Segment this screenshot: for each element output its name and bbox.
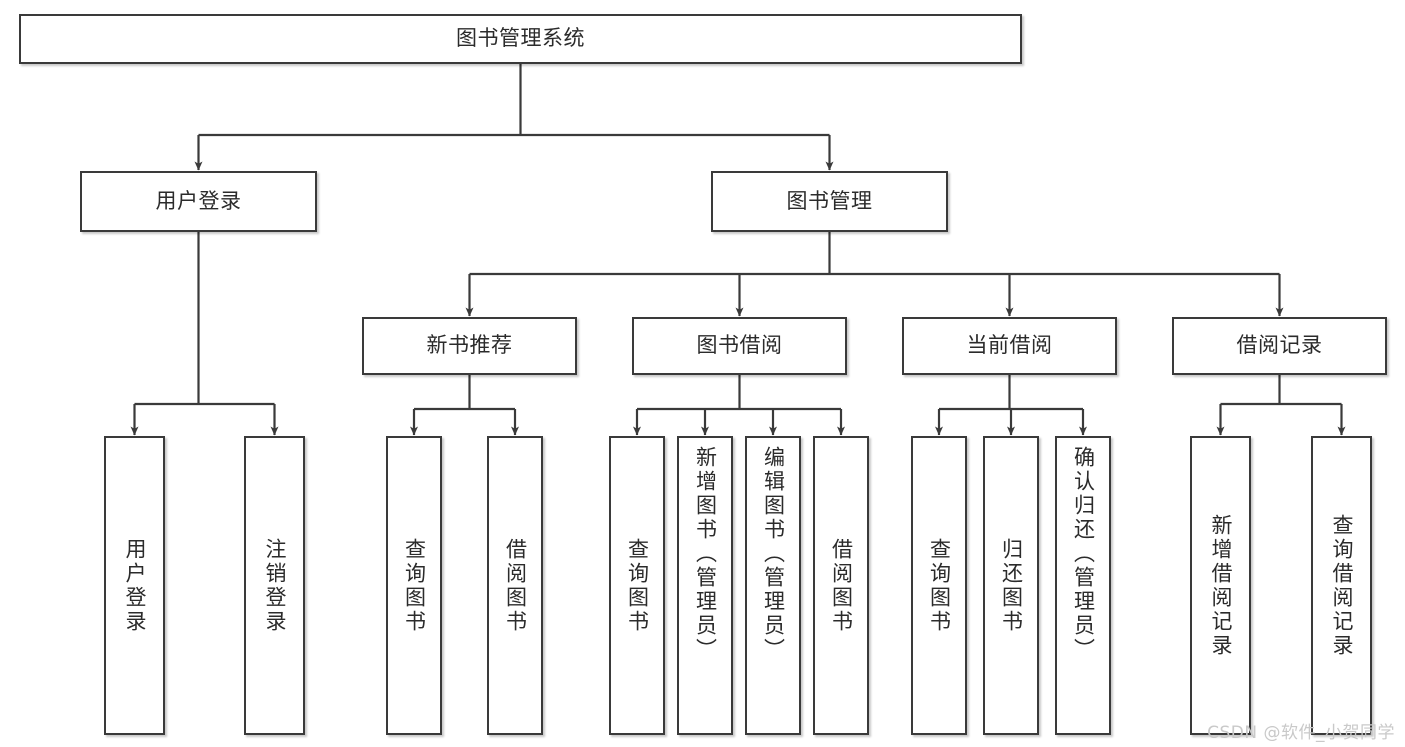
node-leaf-logout[interactable]: 注销登录 [244, 436, 305, 735]
node-label-leaf-borrow-book-rec: 借阅图书 [503, 537, 528, 634]
node-leaf-query-book-rec[interactable]: 查询图书 [386, 436, 442, 735]
node-label-leaf-query-book-rec: 查询图书 [402, 537, 427, 634]
node-new-book-recommend[interactable]: 新书推荐 [362, 317, 577, 375]
node-label-borrow-record: 借阅记录 [1236, 333, 1323, 358]
node-leaf-borrow-book[interactable]: 借阅图书 [813, 436, 869, 735]
node-borrow-record[interactable]: 借阅记录 [1172, 317, 1387, 375]
node-leaf-query-borrow-record[interactable]: 查询借阅记录 [1311, 436, 1372, 735]
node-leaf-borrow-book-rec[interactable]: 借阅图书 [487, 436, 543, 735]
node-label-leaf-edit-book-admin: 编辑图书（管理员） [761, 446, 786, 662]
node-leaf-add-book-admin[interactable]: 新增图书（管理员） [677, 436, 733, 735]
node-label-new-book-recommend: 新书推荐 [426, 333, 513, 358]
node-label-book-borrow: 图书借阅 [696, 333, 783, 358]
node-label-root: 图书管理系统 [456, 26, 585, 51]
node-label-user-login: 用户登录 [155, 188, 242, 213]
node-label-leaf-confirm-return-admin: 确认归还（管理员） [1071, 446, 1096, 662]
node-label-leaf-borrow-book: 借阅图书 [829, 537, 854, 634]
node-label-leaf-query-book-cur: 查询图书 [927, 537, 952, 634]
node-label-leaf-return-book: 归还图书 [999, 537, 1024, 634]
node-label-leaf-user-login: 用户登录 [123, 537, 147, 634]
node-user-login[interactable]: 用户登录 [80, 171, 317, 232]
node-leaf-return-book[interactable]: 归还图书 [983, 436, 1039, 735]
node-leaf-query-book-borrow[interactable]: 查询图书 [609, 436, 665, 735]
node-leaf-add-borrow-record[interactable]: 新增借阅记录 [1190, 436, 1251, 735]
node-leaf-confirm-return-admin[interactable]: 确认归还（管理员） [1055, 436, 1111, 735]
node-leaf-edit-book-admin[interactable]: 编辑图书（管理员） [745, 436, 801, 735]
node-label-leaf-logout: 注销登录 [263, 537, 287, 634]
node-book-manage[interactable]: 图书管理 [711, 171, 948, 232]
node-root[interactable]: 图书管理系统 [19, 14, 1022, 64]
node-label-leaf-add-book-admin: 新增图书（管理员） [693, 446, 718, 662]
node-label-leaf-query-borrow-record: 查询借阅记录 [1330, 513, 1354, 658]
node-label-leaf-add-borrow-record: 新增借阅记录 [1209, 513, 1233, 658]
node-leaf-query-book-cur[interactable]: 查询图书 [911, 436, 967, 735]
node-leaf-user-login[interactable]: 用户登录 [104, 436, 165, 735]
node-label-current-borrow: 当前借阅 [966, 333, 1053, 358]
node-current-borrow[interactable]: 当前借阅 [902, 317, 1117, 375]
node-label-book-manage: 图书管理 [786, 188, 873, 213]
node-book-borrow[interactable]: 图书借阅 [632, 317, 847, 375]
node-label-leaf-query-book-borrow: 查询图书 [625, 537, 650, 634]
watermark: CSDN @软件_小贺同学 [1207, 723, 1395, 743]
